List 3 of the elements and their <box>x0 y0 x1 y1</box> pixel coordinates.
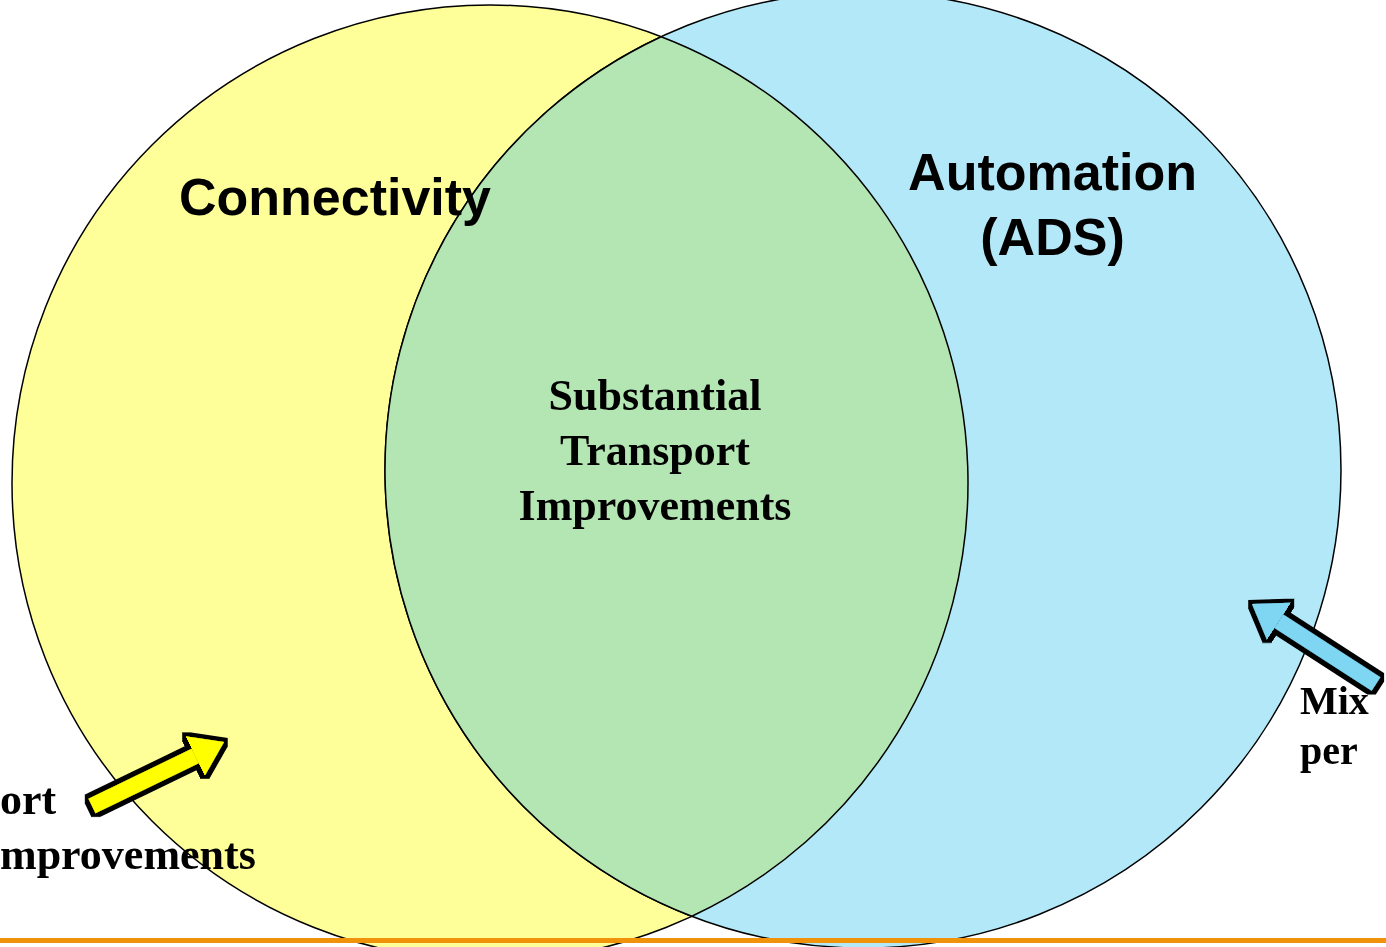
overlap-label: Substantial Transport Improvements <box>517 370 793 532</box>
circle-label: Automation (ADS) <box>907 142 1198 268</box>
callout-text: Mix per <box>1300 677 1369 775</box>
